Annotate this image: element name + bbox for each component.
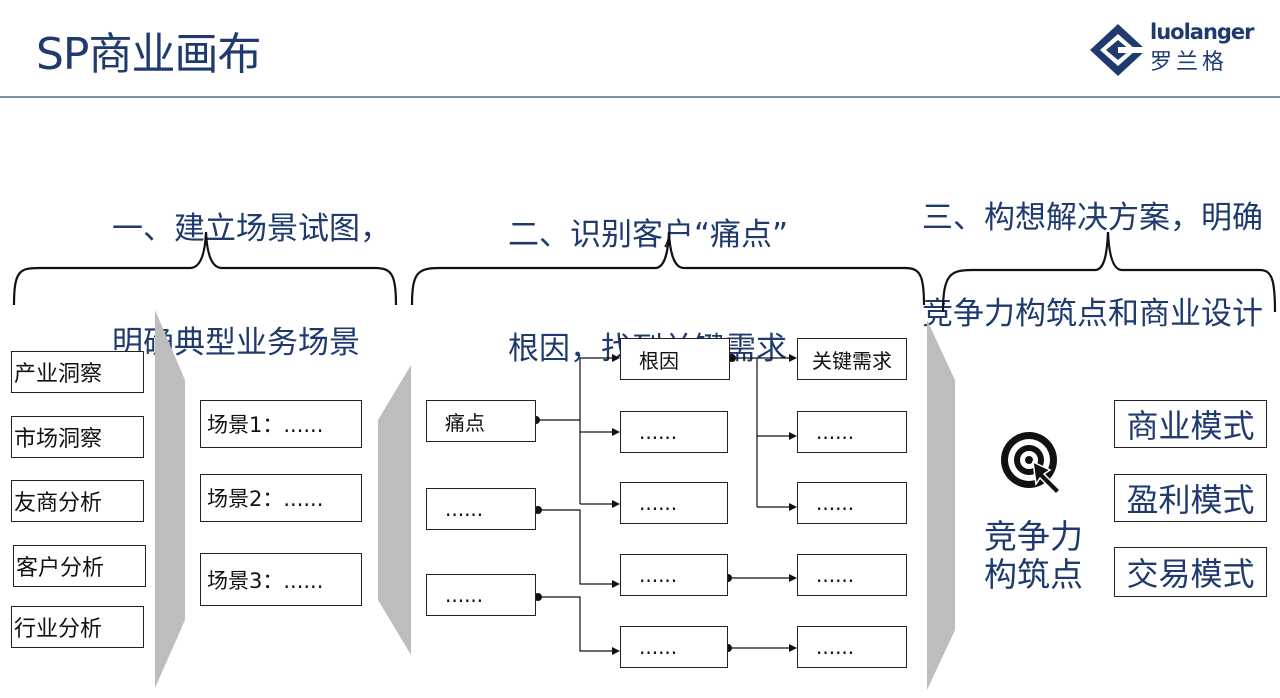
arrow-head: [789, 354, 797, 362]
logo-text-cn: 罗兰格: [1150, 50, 1229, 75]
scene-box-2: 场景2：......: [200, 474, 362, 522]
funnel-2: [378, 365, 411, 655]
section-1-heading: 一、建立场景试图， 明确典型业务场景: [112, 134, 391, 400]
model-box-transaction: 交易模式: [1114, 547, 1267, 597]
key-need-box-3: ......: [797, 482, 907, 524]
arrow-head: [789, 644, 797, 652]
pain-point-box-2: ......: [426, 488, 536, 530]
insight-box-market: 市场洞察: [11, 416, 144, 458]
arrow-head: [612, 354, 620, 362]
competitiveness-label: 竞争力 构筑点: [984, 517, 1083, 594]
header-divider: [0, 96, 1280, 98]
funnel-1: [155, 310, 185, 688]
node-dot-pain-2: [534, 506, 542, 514]
model-box-business: 商业模式: [1114, 400, 1267, 448]
connector-pain-3: [538, 596, 614, 652]
page-title: SP商业画布: [36, 29, 261, 80]
section-2-heading: 二、识别客户“痛点” 根因，找到关键需求: [508, 140, 788, 406]
target-icon: [1001, 432, 1062, 496]
model-box-profit: 盈利模式: [1114, 474, 1267, 522]
insight-box-competitor: 友商分析: [11, 480, 144, 522]
scene-box-1: 场景1：......: [200, 400, 362, 448]
key-need-box-1: 关键需求: [797, 338, 907, 380]
root-cause-box-5: ......: [620, 626, 728, 668]
insight-box-sector: 行业分析: [11, 606, 144, 648]
connectors-pain-1: [536, 357, 614, 505]
brace-section-3: [941, 231, 1277, 313]
node-dot-pain-3: [534, 593, 542, 601]
pain-point-box-3: ......: [426, 574, 536, 616]
root-cause-box-3: ......: [620, 482, 728, 524]
arrow-head: [612, 500, 620, 508]
key-need-box-5: ......: [797, 626, 907, 668]
section-1-heading-line1: 一、建立场景试图，: [112, 211, 391, 247]
section-3-heading-line2: 竞争力构筑点和商业设计: [922, 296, 1263, 332]
brace-section-2: [410, 231, 926, 306]
key-need-box-2: ......: [797, 411, 907, 453]
brace-section-1: [12, 231, 398, 306]
section-2-heading-line1: 二、识别客户“痛点”: [508, 217, 789, 253]
arrow-head: [612, 647, 620, 655]
connector-pain-2: [538, 509, 614, 585]
root-cause-box-4: ......: [620, 554, 728, 596]
section-3-heading-line1: 三、构想解决方案，明确: [922, 200, 1263, 236]
logo-diamond-icon: [1090, 24, 1146, 76]
insight-box-industry: 产业洞察: [11, 351, 144, 393]
key-need-box-4: ......: [797, 554, 907, 596]
logo: [1088, 22, 1268, 78]
section-3-heading: 三、构想解决方案，明确 竞争力构筑点和商业设计: [922, 138, 1263, 362]
arrow-head: [612, 580, 620, 588]
scene-box-3: 场景3：......: [200, 553, 362, 606]
root-cause-box-2: ......: [620, 411, 728, 453]
pain-point-box-1: 痛点: [426, 400, 536, 442]
node-dot-root-1: [728, 354, 736, 362]
arrow-head: [612, 428, 620, 436]
funnel-3: [927, 320, 955, 690]
connectors-root-1: [732, 357, 790, 508]
root-cause-box-1: 根因: [620, 338, 730, 380]
insight-box-customer: 客户分析: [13, 545, 146, 587]
arrow-head: [789, 574, 797, 582]
section-1-heading-line2: 明确典型业务场景: [112, 325, 360, 361]
arrow-head: [789, 432, 797, 440]
arrow-head: [789, 503, 797, 511]
logo-text-en: luolanger: [1150, 20, 1255, 44]
